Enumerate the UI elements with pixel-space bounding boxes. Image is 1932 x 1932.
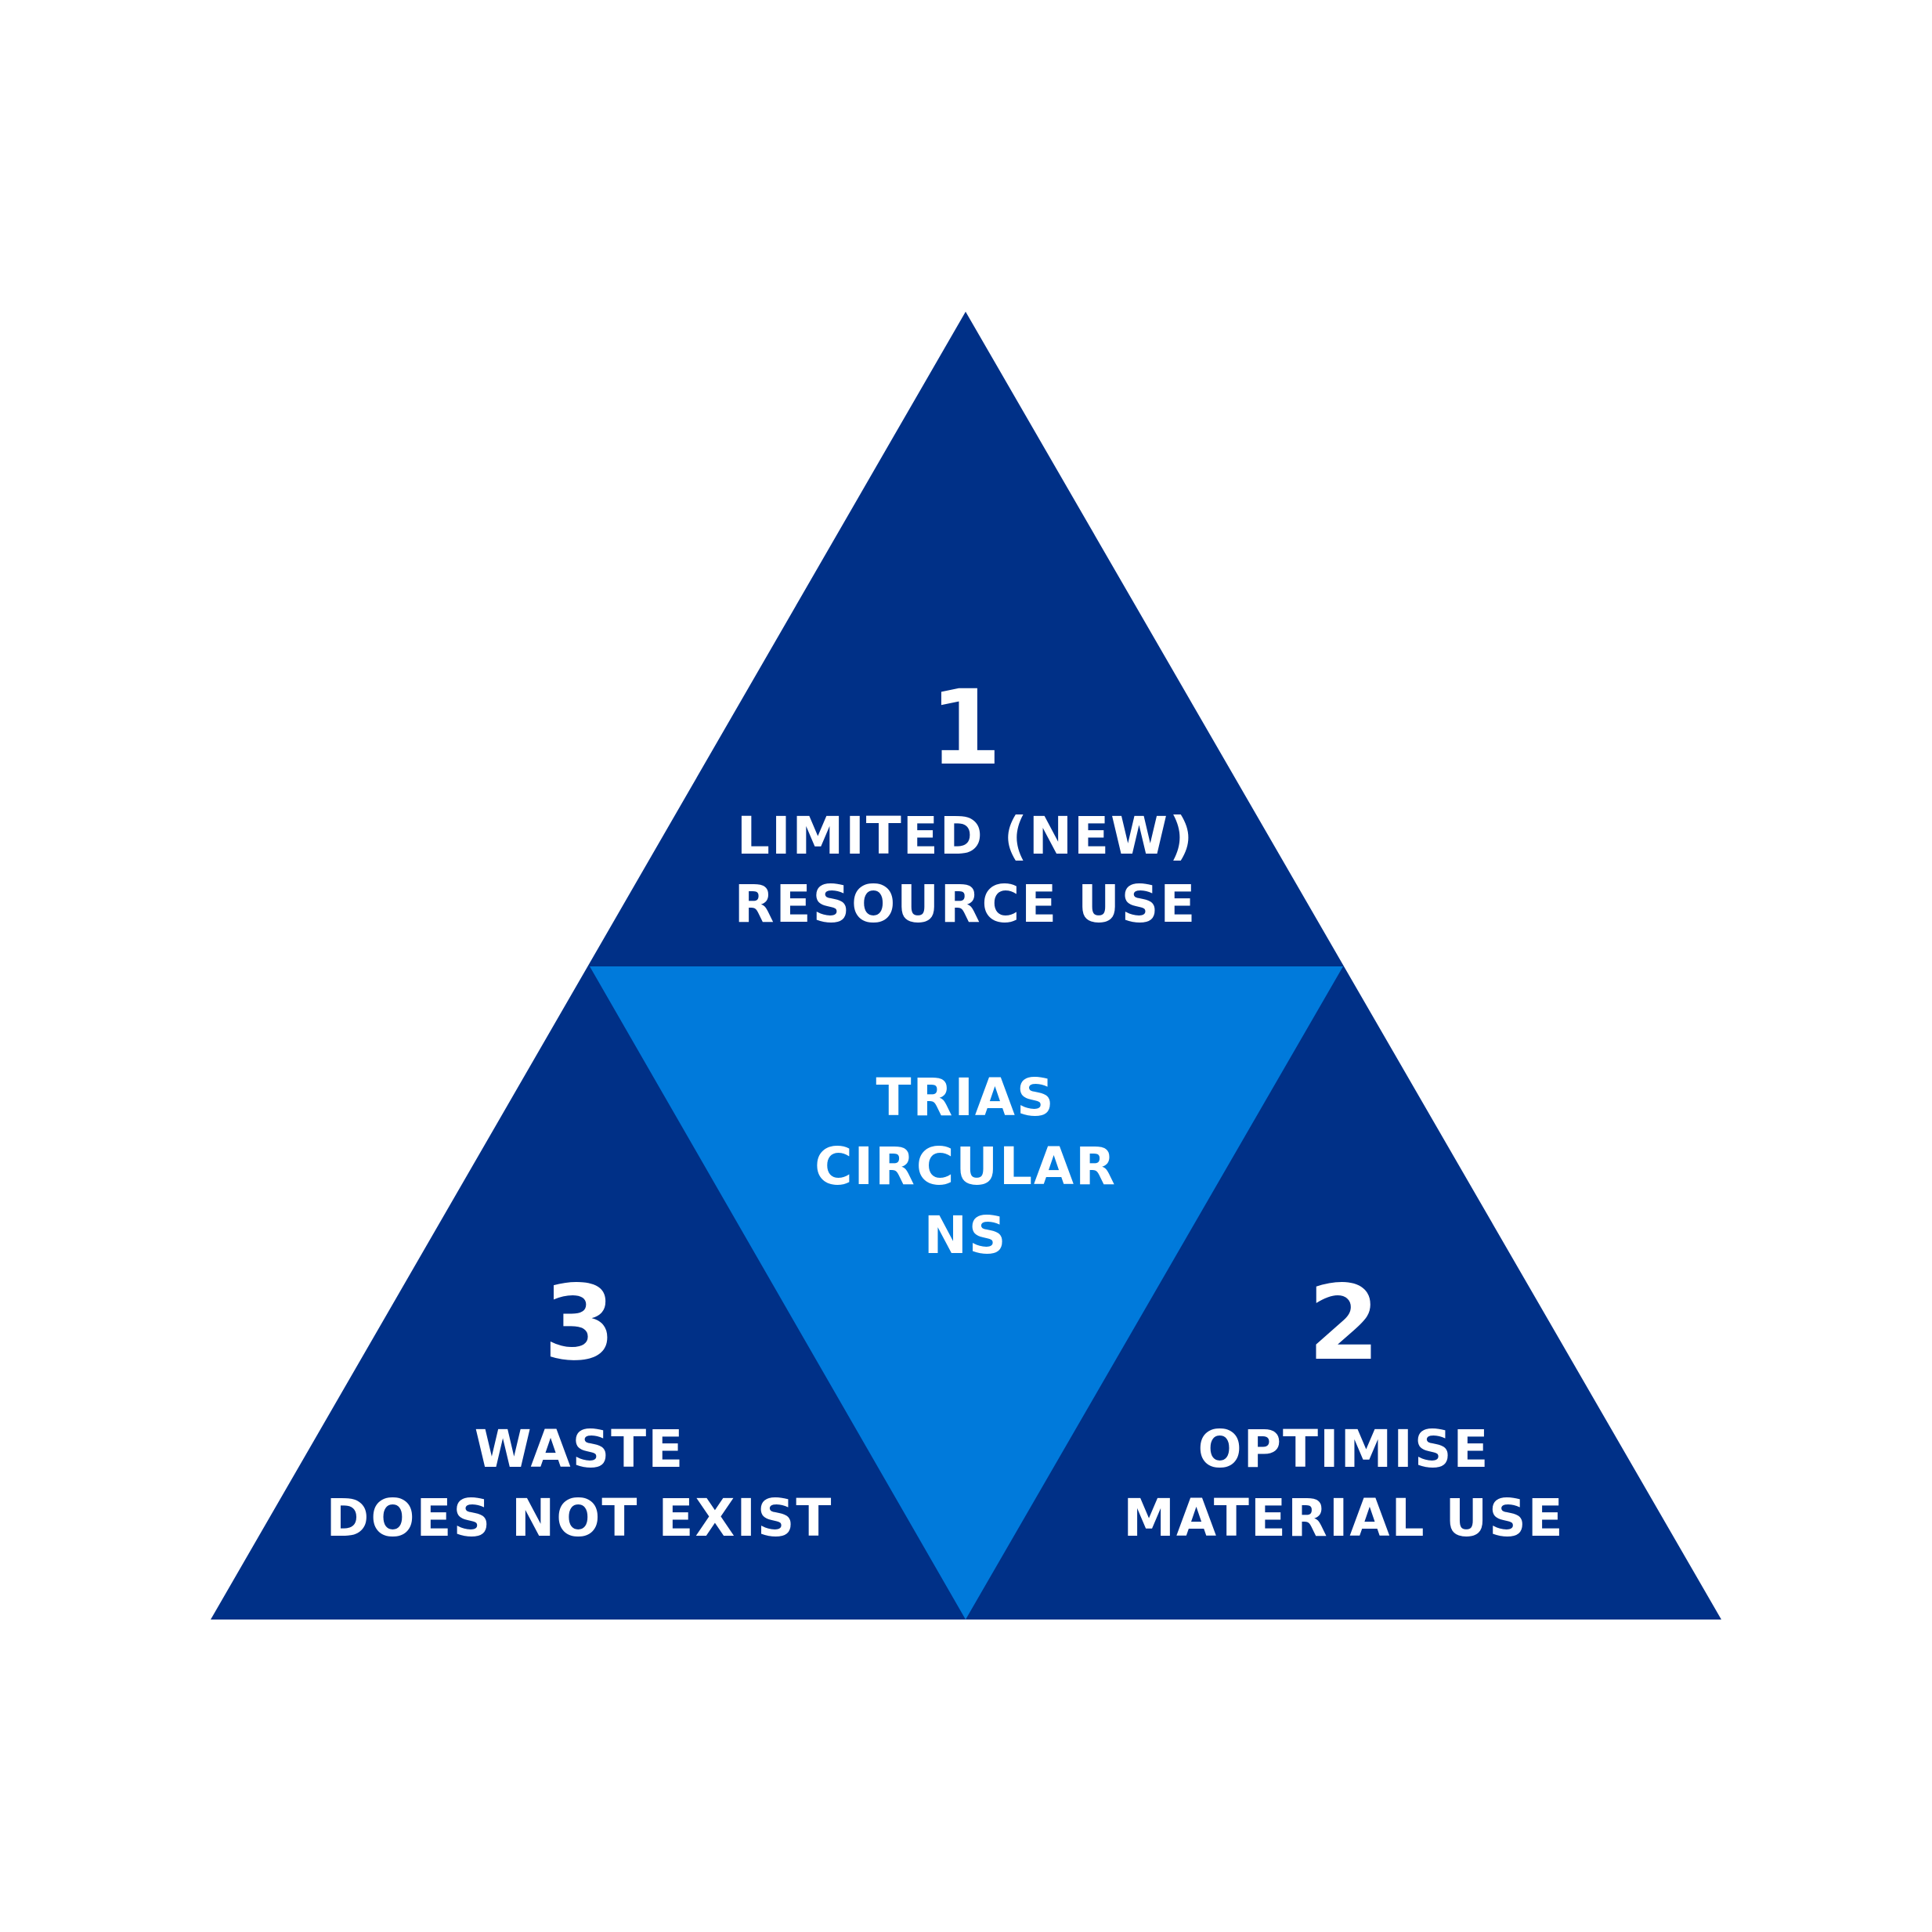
section-top: 1 LIMITED (NEW) RESOURCE USE bbox=[735, 668, 1197, 934]
section-right-line1: OPTIMISE bbox=[1198, 1419, 1490, 1479]
center-line2: CIRCULAR bbox=[814, 1136, 1117, 1197]
section-top-line1: LIMITED (NEW) bbox=[737, 806, 1194, 866]
section-left-number: 3 bbox=[543, 1263, 616, 1384]
section-center: TRIAS CIRCULAR NS bbox=[814, 1067, 1117, 1266]
section-top-number: 1 bbox=[930, 668, 1002, 789]
section-left-line2: DOES NOT EXIST bbox=[327, 1488, 833, 1548]
section-top-line2: RESOURCE USE bbox=[735, 874, 1197, 934]
outer-triangle bbox=[211, 312, 1721, 1620]
section-right-number: 2 bbox=[1308, 1263, 1380, 1384]
section-right: 2 OPTIMISE MATERIAL USE bbox=[1123, 1263, 1564, 1548]
center-triangle bbox=[590, 966, 1343, 1620]
section-left-line1: WASTE bbox=[475, 1419, 685, 1479]
section-left: 3 WASTE DOES NOT EXIST bbox=[327, 1263, 833, 1548]
center-line3: NS bbox=[924, 1205, 1008, 1266]
section-right-line2: MATERIAL USE bbox=[1123, 1488, 1564, 1548]
center-line1: TRIAS bbox=[876, 1067, 1055, 1128]
